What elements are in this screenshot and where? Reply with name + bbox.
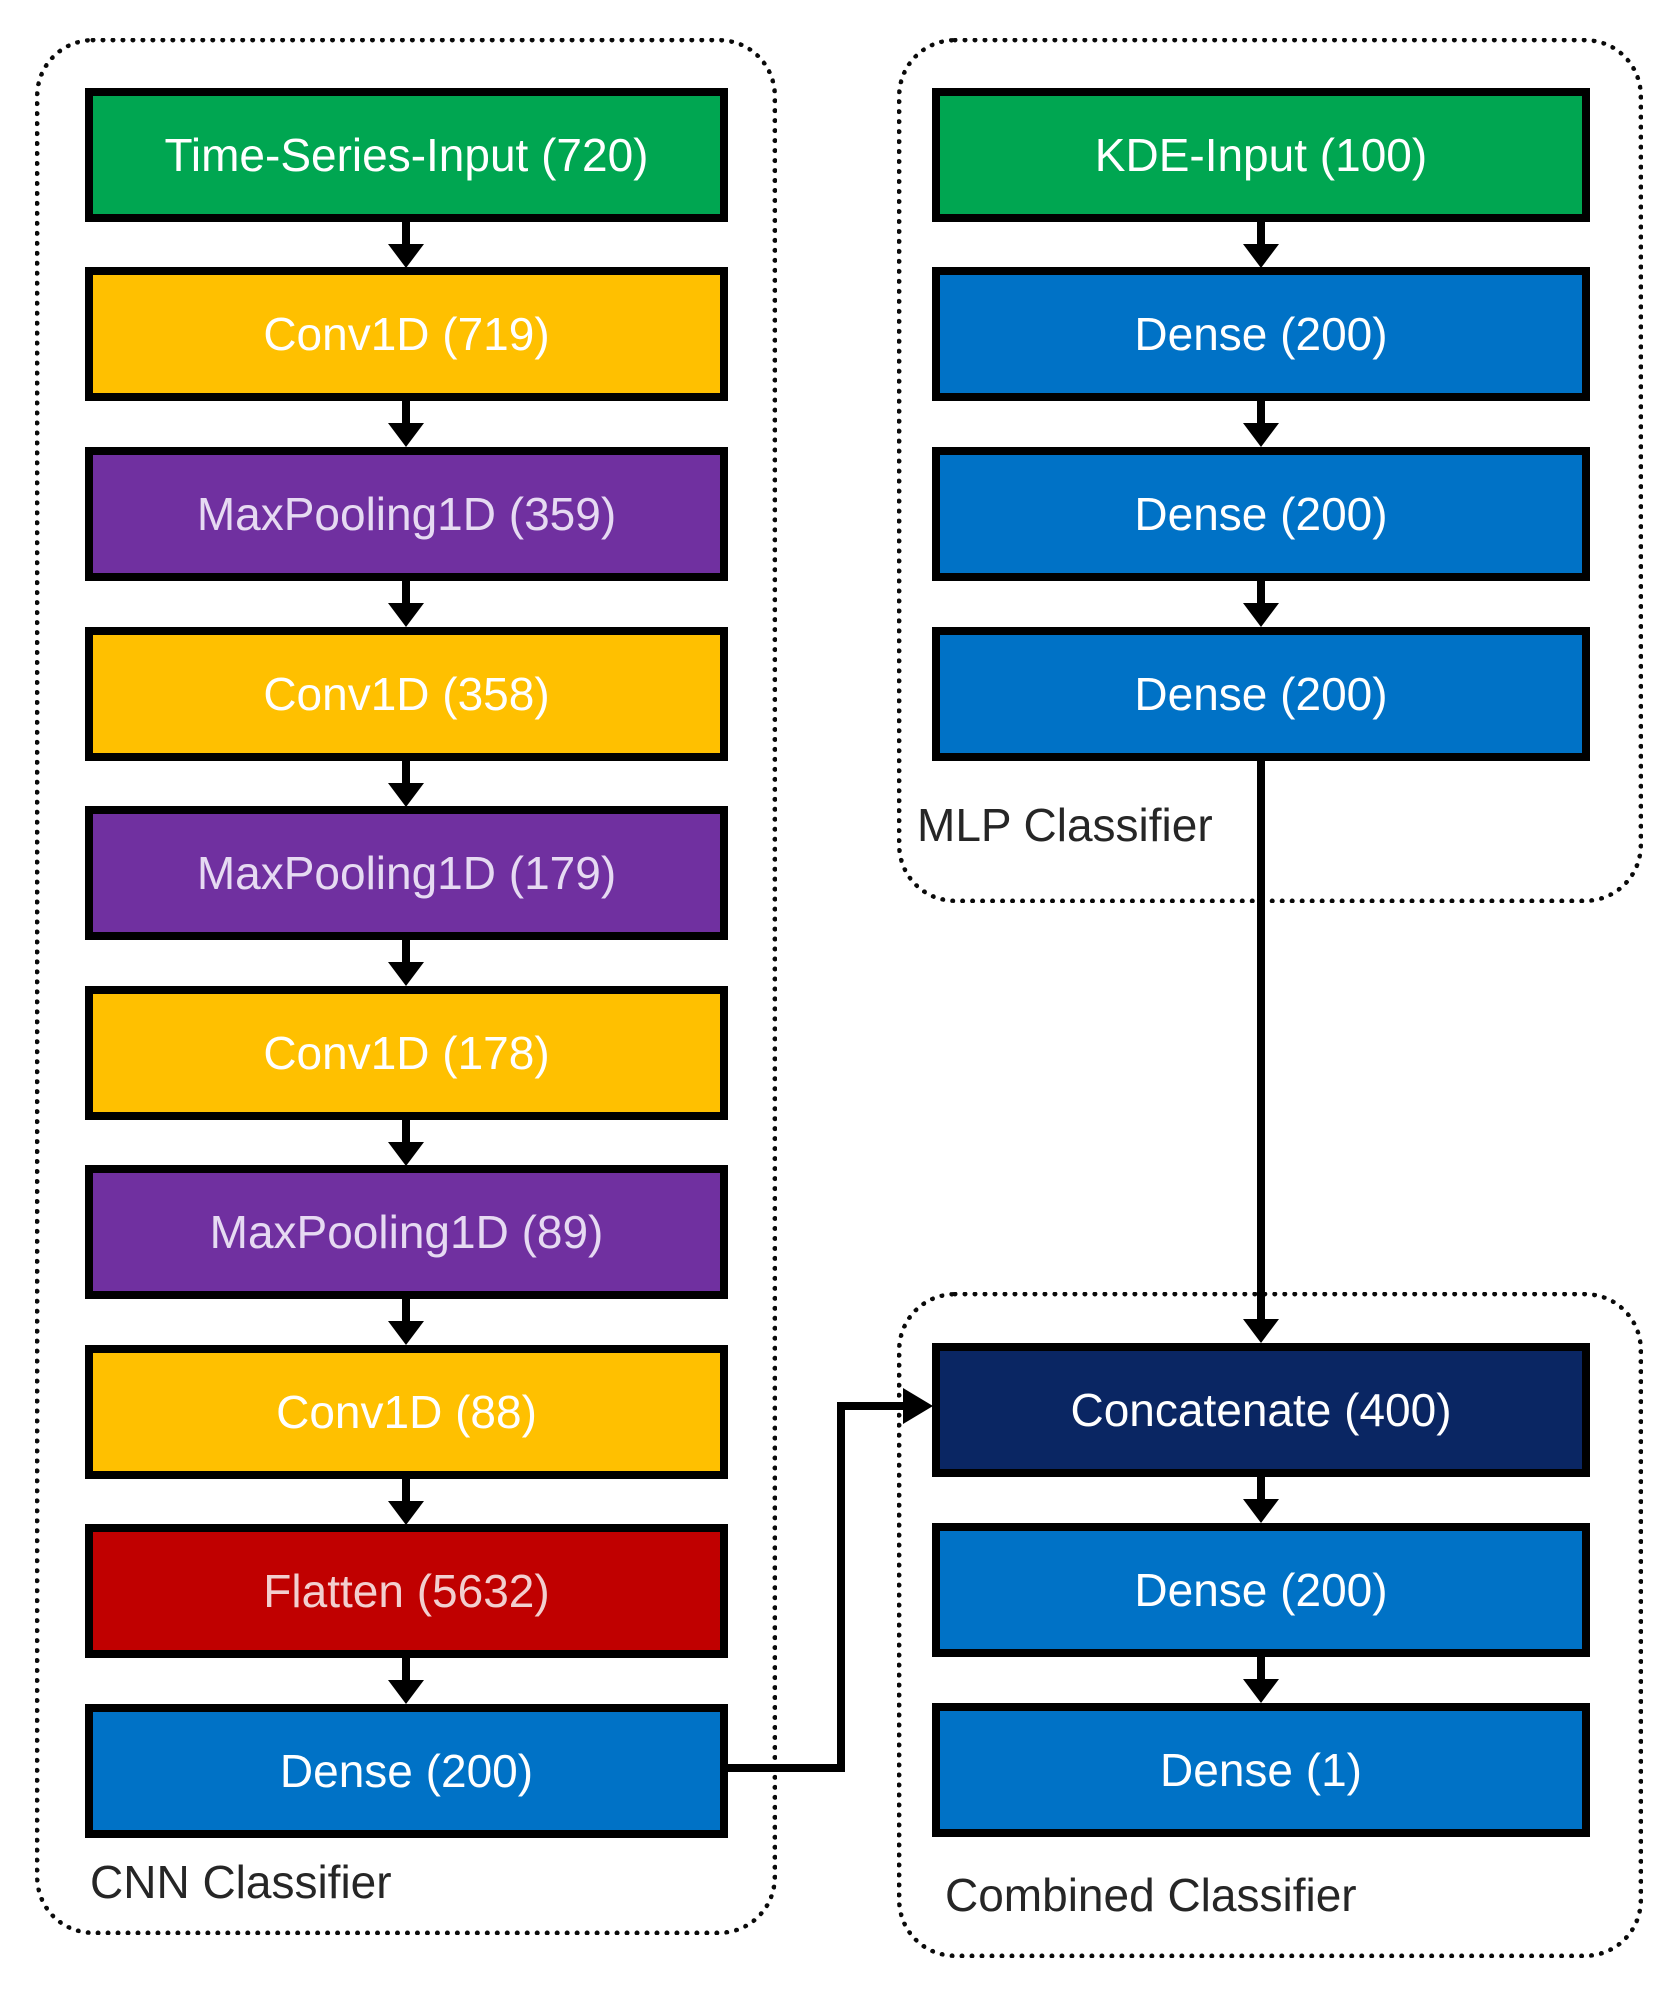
cluster-combined-classifier: [897, 1292, 1643, 1958]
layer-box-cnn-maxpooling1d-89: MaxPooling1D (89): [85, 1165, 728, 1299]
layer-box-cnn-conv1d-88: Conv1D (88): [85, 1345, 728, 1479]
layer-box-mlp-dense-200-3: Dense (200): [932, 627, 1590, 761]
layer-box-cnn-flatten: Flatten (5632): [85, 1524, 728, 1658]
connector-mlp-to-concatenate-arrowhead: [1243, 1319, 1279, 1343]
layer-box-cnn-maxpooling1d-179: MaxPooling1D (179): [85, 806, 728, 940]
layer-box-cnn-time-series-input: Time-Series-Input (720): [85, 88, 728, 222]
arrow-cnn-2: [388, 581, 424, 627]
connector-mlp-to-concatenate-line: [1257, 759, 1265, 1321]
arrow-cnn-1: [388, 401, 424, 447]
layer-box-cnn-conv1d-358: Conv1D (358): [85, 627, 728, 761]
layer-box-mlp-kde-input: KDE-Input (100): [932, 88, 1590, 222]
arrow-cnn-7: [388, 1479, 424, 1525]
arrow-cnn-6: [388, 1299, 424, 1345]
layer-box-mlp-dense-200-1: Dense (200): [932, 267, 1590, 401]
layer-box-cnn-conv1d-178: Conv1D (178): [85, 986, 728, 1120]
connector-cnn-to-concatenate-vertical: [837, 1402, 845, 1772]
connector-cnn-to-concatenate-arrowhead: [903, 1388, 933, 1424]
arrow-combined-0: [1243, 1477, 1279, 1523]
connector-cnn-to-concatenate-h2: [841, 1402, 905, 1410]
layer-box-cnn-dense-200: Dense (200): [85, 1704, 728, 1838]
cluster-mlp-classifier: [897, 38, 1643, 903]
arrow-cnn-8: [388, 1658, 424, 1704]
cluster-cnn-classifier: [35, 38, 777, 1935]
layer-box-combined-dense-200: Dense (200): [932, 1523, 1590, 1657]
arrow-mlp-0: [1243, 222, 1279, 268]
arrow-cnn-0: [388, 222, 424, 268]
cluster-label-cnn: CNN Classifier: [90, 1856, 392, 1908]
arrow-combined-1: [1243, 1657, 1279, 1703]
layer-box-combined-dense-1: Dense (1): [932, 1703, 1590, 1837]
layer-box-cnn-conv1d-719: Conv1D (719): [85, 267, 728, 401]
arrow-mlp-2: [1243, 581, 1279, 627]
arrow-cnn-3: [388, 761, 424, 807]
layer-box-mlp-dense-200-2: Dense (200): [932, 447, 1590, 581]
layer-box-cnn-maxpooling1d-359: MaxPooling1D (359): [85, 447, 728, 581]
cluster-label-combined: Combined Classifier: [945, 1869, 1357, 1921]
layer-box-combined-concatenate: Concatenate (400): [932, 1343, 1590, 1477]
arrow-mlp-1: [1243, 401, 1279, 447]
connector-cnn-to-concatenate-h1: [720, 1764, 845, 1772]
arrow-cnn-5: [388, 1120, 424, 1166]
arrow-cnn-4: [388, 940, 424, 986]
cluster-label-mlp: MLP Classifier: [917, 799, 1213, 851]
